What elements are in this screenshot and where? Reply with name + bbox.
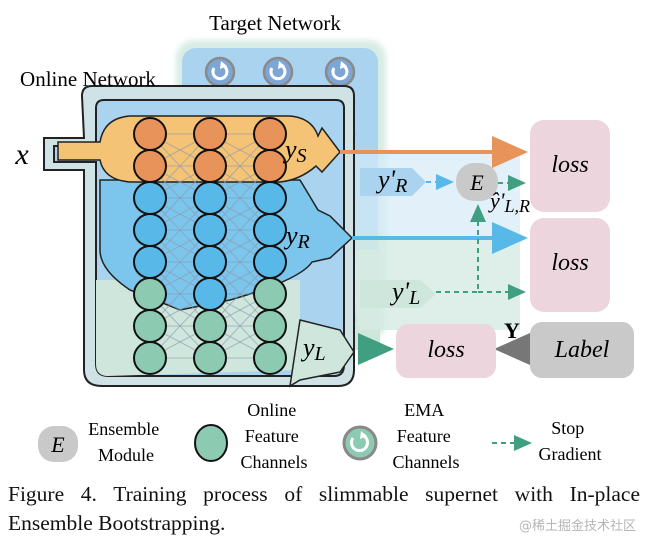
svg-text:yR: yR <box>283 221 310 253</box>
ema-channel-node <box>324 56 356 88</box>
svg-text:Label: Label <box>554 337 610 363</box>
online-channel-node <box>253 181 287 215</box>
online-channel-node <box>133 213 167 247</box>
ema-channel-node <box>262 56 294 88</box>
online-channel-node <box>193 181 227 215</box>
svg-text:ŷ'L,R: ŷ'L,R <box>488 188 530 216</box>
svg-text:loss: loss <box>551 250 588 276</box>
label-box: Label <box>530 322 634 378</box>
online-channel-node <box>193 309 227 343</box>
label-y-s: yS <box>282 135 307 167</box>
caption-line-1: Figure 4. Training process of slimmable … <box>8 482 640 506</box>
online-channel-node <box>253 309 287 343</box>
svg-text:y'R: y'R <box>375 165 407 197</box>
label-y-r: yR <box>283 221 310 253</box>
online-channel-node <box>133 341 167 375</box>
y-l-path <box>289 319 355 388</box>
online-channel-node <box>133 245 167 279</box>
label-y-prime-r: y'R <box>375 165 407 197</box>
online-channel-node <box>253 149 287 183</box>
online-channel-node <box>193 341 227 375</box>
online-channel-node <box>193 117 227 151</box>
loss-box-1: loss <box>530 120 610 212</box>
svg-text:yL: yL <box>300 333 326 365</box>
online-channel-node <box>253 245 287 279</box>
loss-box-3: loss <box>396 324 496 378</box>
svg-text:E: E <box>50 432 65 457</box>
y-prime-r-arrow <box>360 168 426 196</box>
svg-text:yS: yS <box>282 135 307 167</box>
svg-text:loss: loss <box>427 337 464 363</box>
legend-online-label: Online Feature Channels <box>241 400 308 472</box>
svg-text:y'L: y'L <box>389 277 420 309</box>
online-channel-node <box>133 277 167 311</box>
online-channel-node <box>133 309 167 343</box>
svg-text:loss: loss <box>551 152 588 178</box>
label-y: Y <box>504 318 520 343</box>
figure-caption: Figure 4. Training process of slimmable … <box>8 480 640 538</box>
online-channel-node <box>253 117 287 151</box>
y-prime-l-to-ensemble <box>436 204 486 293</box>
online-channel-node <box>253 213 287 247</box>
online-channel-node <box>193 213 227 247</box>
online-channel-node <box>133 181 167 215</box>
online-channel-node <box>193 245 227 279</box>
watermark: @稀土掘金技术社区 <box>518 519 636 534</box>
legend-stop-gradient-label: Stop Gradient <box>539 418 602 464</box>
online-channel-node <box>253 341 287 375</box>
online-network <box>43 85 355 388</box>
online-network-title: Online Network <box>20 67 156 91</box>
label-y-hat: ŷ'L,R <box>488 188 530 216</box>
label-y-prime-l: y'L <box>389 277 420 309</box>
legend: E Ensemble Module Online Feature Channel… <box>38 400 601 472</box>
ema-channel-node <box>204 56 236 88</box>
online-channel-node <box>133 149 167 183</box>
ema-channel-icon <box>342 425 378 461</box>
loss-box-2: loss <box>530 218 610 312</box>
ensemble-module-icon: E <box>38 426 78 462</box>
online-channel-node <box>133 117 167 151</box>
target-network-title: Target Network <box>209 11 341 35</box>
online-channel-icon <box>194 424 228 462</box>
y-prime-l-arrow <box>360 280 436 308</box>
legend-ensemble-label: Ensemble Module <box>88 419 163 465</box>
online-channel-node <box>193 149 227 183</box>
online-channel-node <box>253 277 287 311</box>
ensemble-label: E <box>469 170 484 195</box>
legend-ema-label: EMA Feature Channels <box>393 400 460 472</box>
label-y-l: yL <box>300 333 326 365</box>
online-channel-node <box>193 277 227 311</box>
ensemble-module: E <box>456 163 498 201</box>
caption-line-2: Ensemble Bootstrapping. <box>8 511 226 535</box>
input-x: x <box>14 138 29 171</box>
